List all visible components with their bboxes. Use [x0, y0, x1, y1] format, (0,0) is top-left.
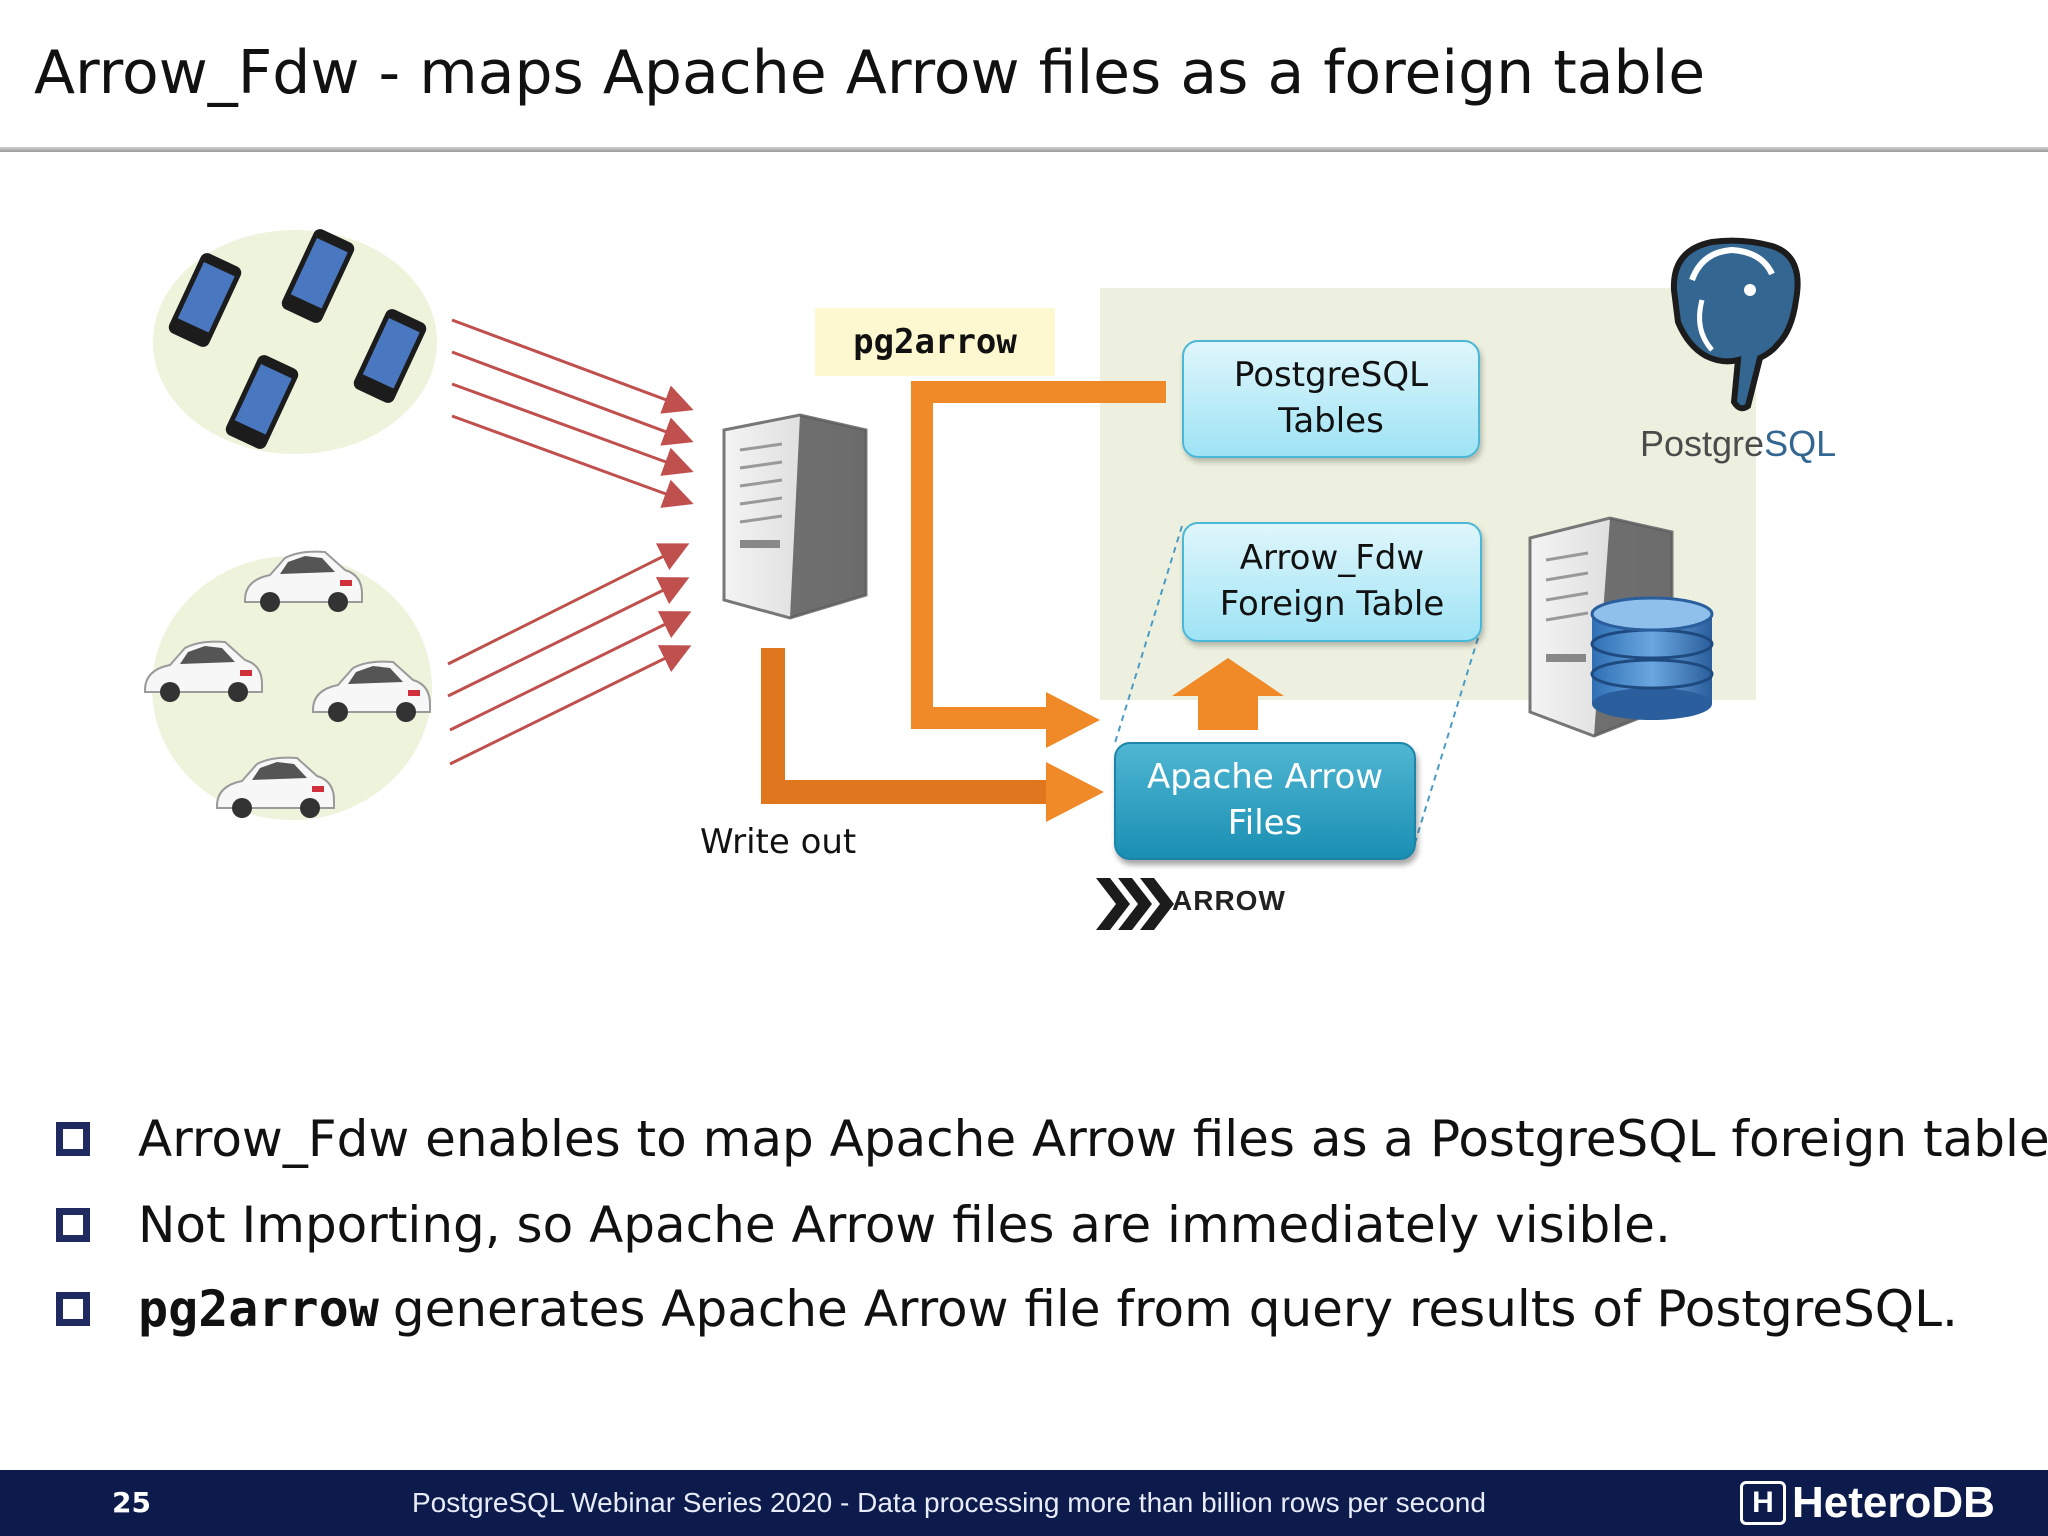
server-icon: [722, 413, 868, 620]
write-out-label: Write out: [700, 822, 857, 862]
pg2arrow-label: pg2arrow: [815, 308, 1055, 376]
bullet-text: generates Apache Arrow file from query r…: [392, 1280, 1958, 1338]
smartphone-icon: [225, 355, 299, 449]
bullet-text: Not Importing, so Apache Arrow files are…: [138, 1196, 1671, 1254]
bullet-code: pg2arrow: [138, 1280, 379, 1338]
page-number: 25: [112, 1486, 151, 1519]
brand-name: HeteroDB: [1792, 1478, 1995, 1527]
postgresql-tables-line1: PostgreSQL: [1233, 355, 1429, 396]
postgresql-tables-box: PostgreSQL Tables: [1182, 340, 1480, 458]
bullet-text: Arrow_Fdw enables to map Apache Arrow fi…: [138, 1110, 2048, 1168]
postgresql-logo-text: PostgreSQL: [1640, 423, 1836, 465]
arrow-logo-text: ARROW: [1172, 885, 1286, 916]
square-bullet-icon: [56, 1208, 90, 1242]
postgresql-tables-line2: Tables: [1278, 401, 1384, 441]
car-icon: [244, 550, 363, 612]
slide-title: Arrow_Fdw - maps Apache Arrow files as a…: [34, 38, 1706, 108]
foreign-table-line1: Arrow_Fdw: [1239, 538, 1425, 579]
smartphone-icon: [353, 309, 427, 403]
foreign-table-box: Arrow_Fdw Foreign Table: [1182, 522, 1482, 642]
database-server-icon: [1528, 516, 1714, 738]
data-flow-arrows: [447, 318, 694, 766]
title-divider: [0, 147, 2048, 152]
up-arrow: [1172, 658, 1284, 730]
bullet-item: Arrow_Fdw enables to map Apache Arrow fi…: [56, 1110, 2048, 1168]
mapping-dashed-lines: [1113, 525, 1479, 847]
pg2arrow-flow-arrow: [911, 381, 1166, 748]
foreign-table-line2: Foreign Table: [1219, 584, 1445, 624]
footer-series-text: PostgreSQL Webinar Series 2020 - Data pr…: [412, 1487, 1486, 1518]
car-icon: [144, 640, 263, 702]
square-bullet-icon: [56, 1122, 90, 1156]
elephant-icon: [1670, 237, 1801, 412]
bullet-item: Not Importing, so Apache Arrow files are…: [56, 1196, 1671, 1254]
smartphone-icon: [168, 253, 242, 347]
heterodb-logo: H HeteroDB: [1740, 1478, 1995, 1528]
square-bullet-icon: [56, 1292, 90, 1326]
arrow-files-line2: Files: [1227, 803, 1303, 843]
apache-arrow-files-box: Apache Arrow Files: [1114, 742, 1416, 860]
car-icon: [216, 756, 335, 818]
arrow-chevrons-icon: [1096, 878, 1174, 930]
car-icon: [312, 660, 431, 722]
bullet-item: pg2arrow generates Apache Arrow file fro…: [56, 1280, 1958, 1338]
arrow-files-line1: Apache Arrow: [1146, 757, 1384, 798]
postgresql-logo-text-b: SQL: [1764, 423, 1837, 464]
heterodb-mark-icon: H: [1740, 1481, 1786, 1525]
postgresql-logo-text-a: Postgre: [1640, 423, 1765, 464]
smartphone-icon: [281, 229, 355, 323]
car-cluster: [144, 550, 432, 820]
footer-bar: [0, 1470, 2048, 1536]
smartphone-cluster: [153, 229, 437, 454]
write-out-flow-arrow: [761, 648, 1104, 822]
